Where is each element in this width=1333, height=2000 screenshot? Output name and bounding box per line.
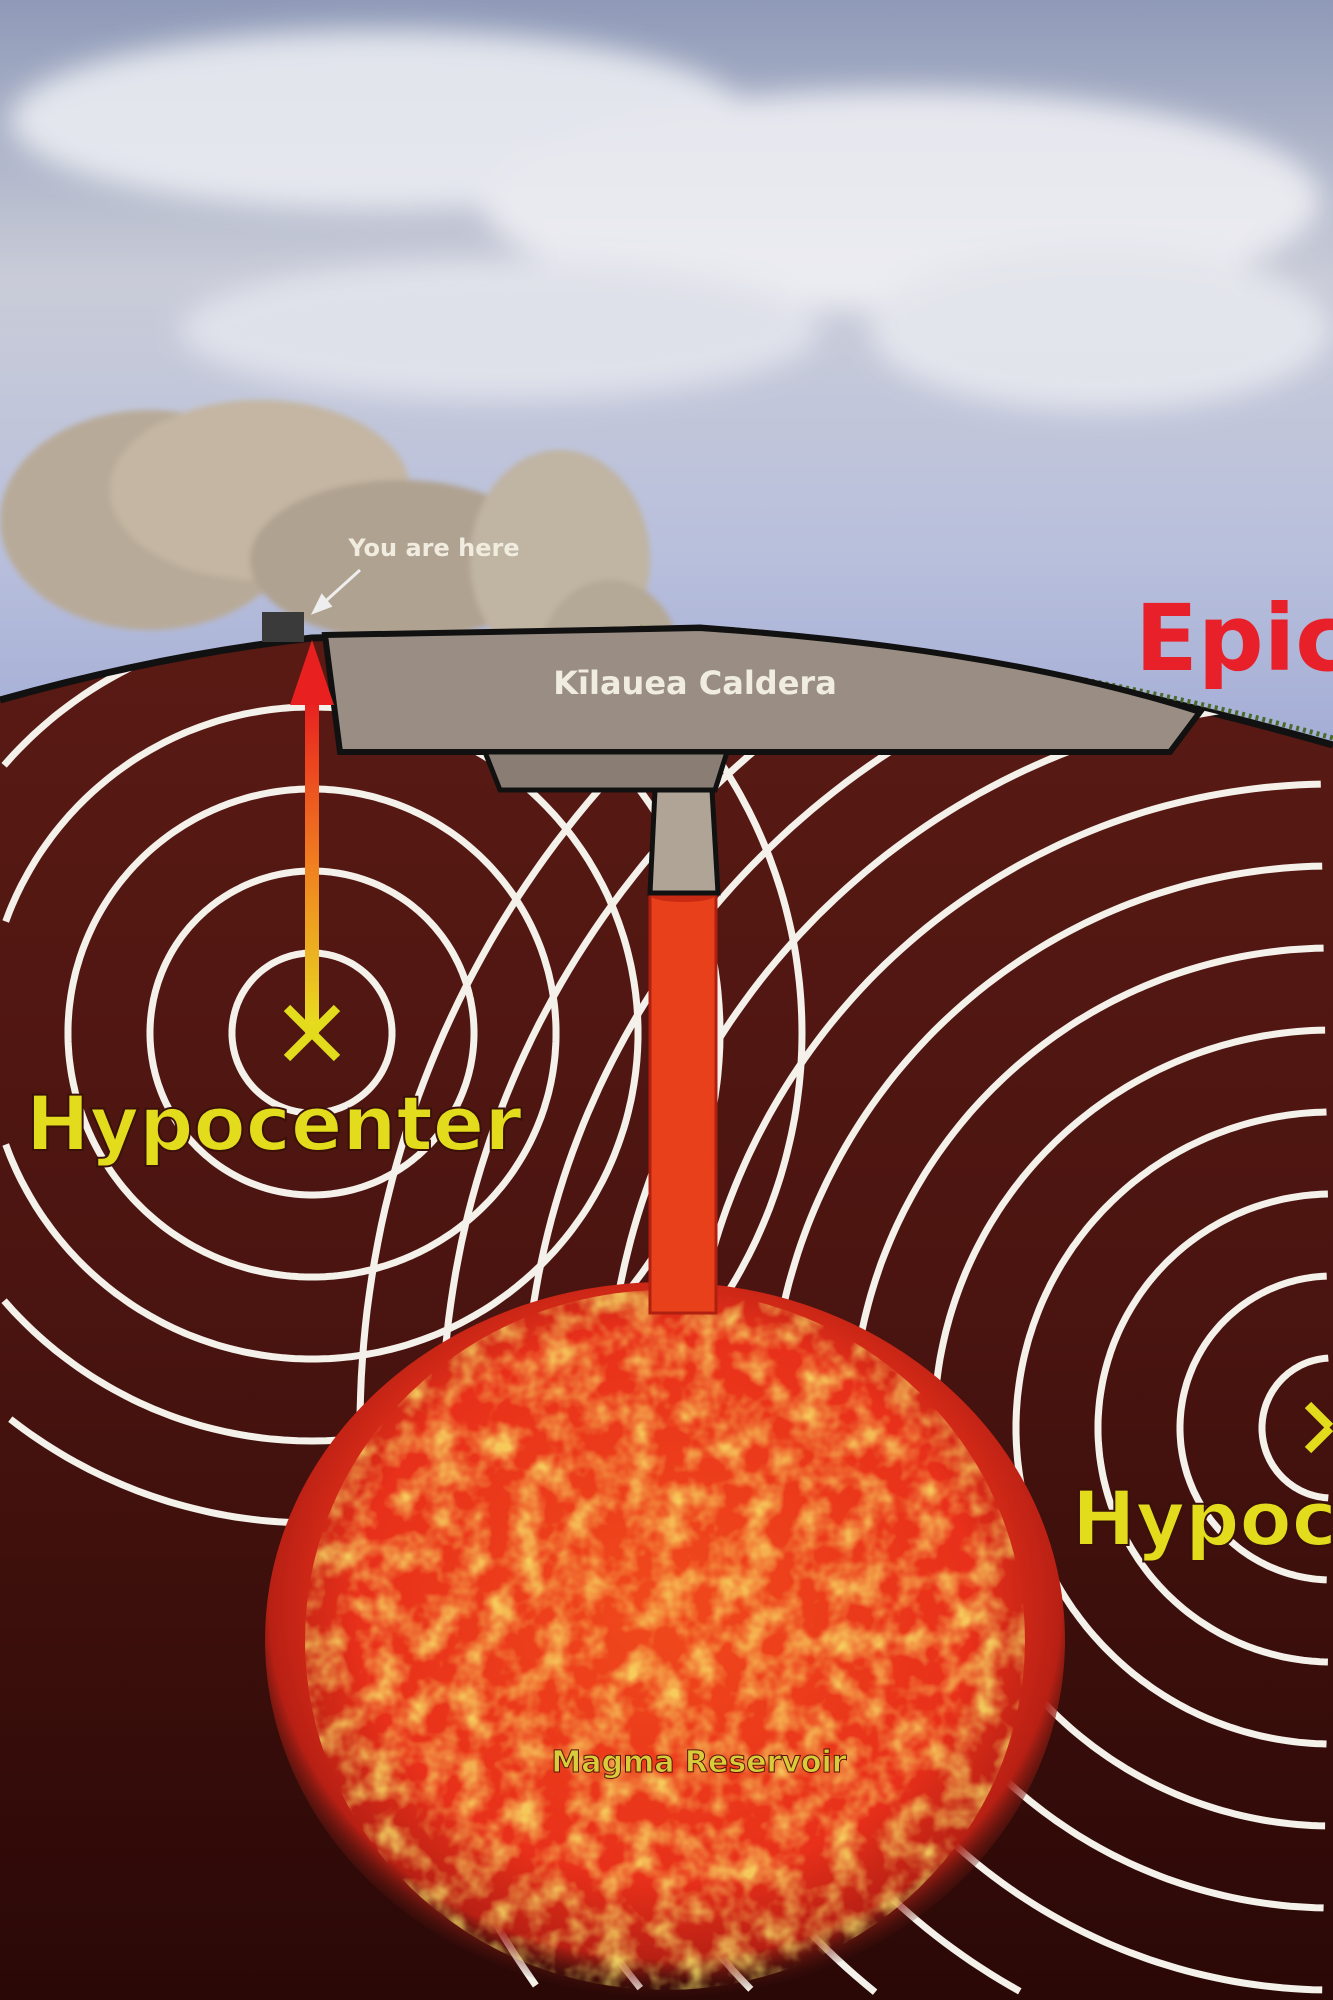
magma-texture [305, 1290, 1025, 1990]
seismic-wave-ring [228, 949, 396, 1117]
caldera-floor [321, 624, 1205, 755]
caldera-label: Kīlauea Caldera [553, 664, 837, 702]
seismic-wave-ring [1094, 1190, 1328, 1666]
seismic-wave-ring [1258, 1354, 1329, 1502]
epicenter-arrow [290, 640, 334, 1033]
hypocenter-marker-left [283, 1004, 341, 1062]
caldera-lower-platform [481, 749, 731, 793]
vent [647, 787, 721, 896]
epicenter-label: Epic [1135, 585, 1333, 692]
magma-reservoir-label: Magma Reservoir [551, 1745, 846, 1780]
hypocenter-label-left: Hypocenter [26, 1079, 522, 1168]
hypocenter-marker-right [1304, 1401, 1333, 1454]
grass [639, 625, 1333, 741]
seismic-wave-ring [64, 785, 560, 1281]
clouds [10, 30, 1330, 410]
lava-conduit [648, 891, 718, 1315]
you-are-here-pointer [310, 568, 362, 615]
seismic-wave-ring [1176, 1272, 1327, 1584]
seismic-wave-ring [1012, 1108, 1327, 1748]
observatory-building [262, 612, 304, 642]
hypocenter-label-right: Hypoc [1072, 1474, 1333, 1563]
you-are-here-label: You are here [347, 534, 519, 562]
